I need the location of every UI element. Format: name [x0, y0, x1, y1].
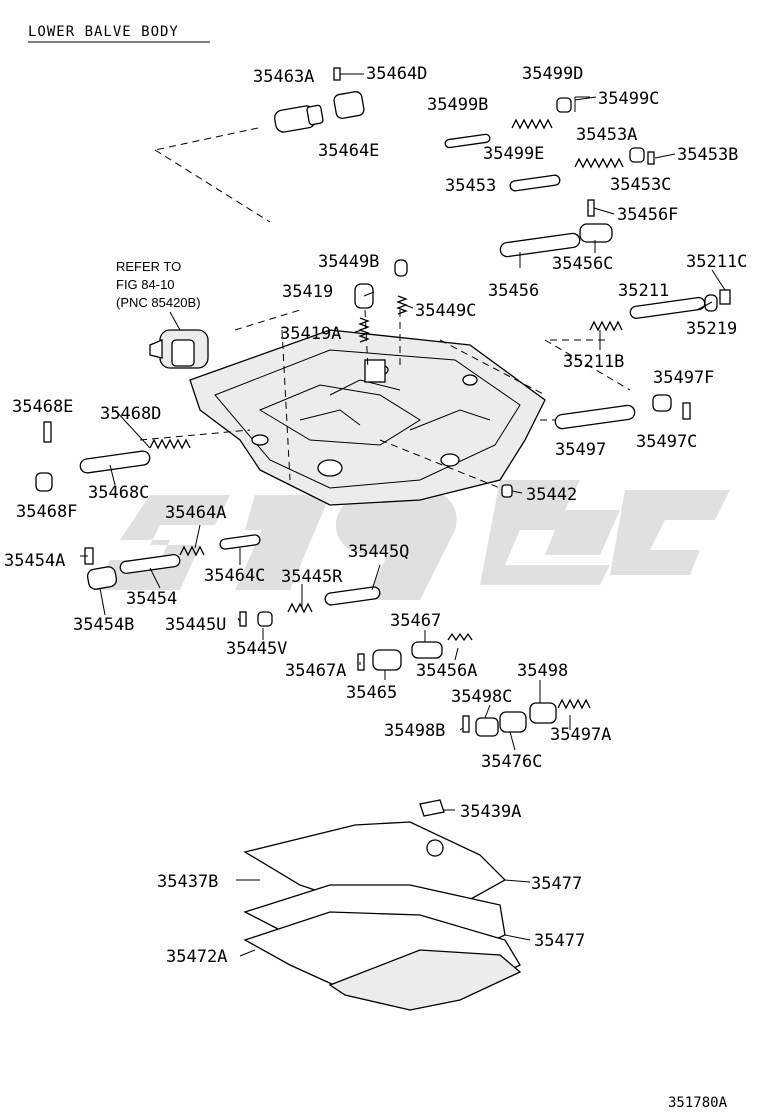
parts-group-35468 [35, 421, 191, 492]
label-35453A: 35453A [576, 125, 637, 145]
label-35211B: 35211B [563, 352, 624, 372]
label-35468F: 35468F [16, 502, 77, 522]
label-35477-lower: 35477 [534, 931, 585, 951]
label-35437B: 35437B [157, 872, 218, 892]
label-35449C: 35449C [415, 301, 476, 321]
parts-group-35454 [84, 534, 381, 627]
label-35498: 35498 [517, 661, 568, 681]
reference-line-2: FIG 84-10 [116, 277, 175, 292]
label-35453: 35453 [445, 176, 496, 196]
label-35467: 35467 [390, 611, 441, 631]
label-35445Q: 35445Q [348, 542, 409, 562]
label-35499D: 35499D [522, 64, 583, 84]
label-35476C: 35476C [481, 752, 542, 772]
label-35464D: 35464D [366, 64, 427, 84]
label-35449B: 35449B [318, 252, 379, 272]
label-35497F: 35497F [653, 368, 714, 388]
label-35464E: 35464E [318, 141, 379, 161]
leader-lines [80, 73, 726, 957]
valve-body [189, 329, 546, 506]
reference-note: REFER TO FIG 84-10 (PNC 85420B) [116, 259, 201, 310]
dashed-guide-lines [139, 127, 631, 491]
solenoid-assembly [149, 311, 209, 369]
parts-group-35419 [354, 259, 408, 343]
parts-group-35211 [554, 289, 731, 430]
label-35456C: 35456C [552, 254, 613, 274]
label-35497A: 35497A [550, 725, 611, 745]
label-35467A: 35467A [285, 661, 346, 681]
label-35445R: 35445R [281, 567, 343, 587]
label-35497: 35497 [555, 440, 606, 460]
label-35499B: 35499B [427, 95, 488, 115]
label-35468E: 35468E [12, 397, 73, 417]
label-35464C: 35464C [204, 566, 265, 586]
label-35454: 35454 [126, 589, 177, 609]
label-35419: 35419 [282, 282, 333, 302]
reference-line-1: REFER TO [116, 259, 181, 274]
label-35219: 35219 [686, 319, 737, 339]
label-35468C: 35468C [88, 483, 149, 503]
label-35445V: 35445V [226, 639, 287, 659]
label-35454A: 35454A [4, 551, 65, 571]
label-35453B: 35453B [677, 145, 738, 165]
label-35453C: 35453C [610, 175, 671, 195]
parts-group-35465 [357, 484, 591, 737]
gasket-stack [243, 799, 522, 1011]
label-35445U: 35445U [165, 615, 226, 635]
part-labels: 35463A 35464D 35464E 35499D 35499B 35499… [4, 64, 747, 967]
label-35211: 35211 [618, 281, 669, 301]
label-35468D: 35468D [100, 404, 161, 424]
label-35464A: 35464A [165, 503, 226, 523]
label-35456A: 35456A [416, 661, 477, 681]
label-35465: 35465 [346, 683, 397, 703]
label-35463A: 35463A [253, 67, 314, 87]
label-35439A: 35439A [460, 802, 521, 822]
label-35442: 35442 [526, 485, 577, 505]
label-35456F: 35456F [617, 205, 678, 225]
label-35454B: 35454B [73, 615, 134, 635]
label-35456: 35456 [488, 281, 539, 301]
figure-number: 351780A [668, 1095, 728, 1111]
diagram-title: LOWER BALVE BODY [28, 24, 179, 40]
reference-line-3: (PNC 85420B) [116, 295, 201, 310]
label-35498B: 35498B [384, 721, 445, 741]
label-35477-upper: 35477 [531, 874, 582, 894]
label-35498C: 35498C [451, 687, 512, 707]
label-35497C: 35497C [636, 432, 697, 452]
label-35472A: 35472A [166, 947, 227, 967]
parts-group-35463 [274, 67, 365, 133]
label-35419A: 35419A [280, 324, 341, 344]
label-35211C: 35211C [686, 252, 747, 272]
label-35499C: 35499C [598, 89, 659, 109]
label-35499E: 35499E [483, 144, 544, 164]
